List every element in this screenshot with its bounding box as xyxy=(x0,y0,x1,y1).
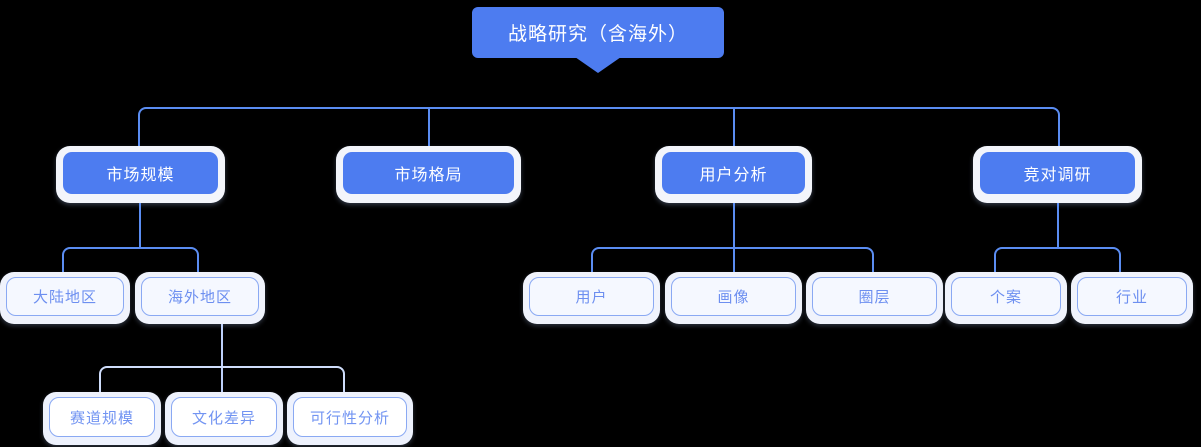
card-track-scale: 赛道规模 xyxy=(43,392,161,445)
card-portrait: 画像 xyxy=(665,272,802,324)
node-overseas-region[interactable]: 海外地区 xyxy=(141,277,259,316)
node-root-label: 战略研究（含海外） xyxy=(507,24,688,45)
node-cultural-difference[interactable]: 文化差异 xyxy=(171,397,277,437)
node-portrait-label: 画像 xyxy=(717,289,750,306)
node-market-landscape[interactable]: 市场格局 xyxy=(343,152,514,194)
connector-stem-overseas-down xyxy=(221,324,223,369)
card-industry: 行业 xyxy=(1071,272,1193,324)
connector-root-bus xyxy=(138,107,1060,151)
bubble-tail-icon xyxy=(575,57,621,73)
node-overseas-region-label: 海外地区 xyxy=(167,289,232,306)
node-industry[interactable]: 行业 xyxy=(1077,277,1187,316)
card-case-study: 个案 xyxy=(945,272,1067,324)
node-user-analysis-label: 用户分析 xyxy=(699,167,768,184)
node-feasibility-analysis[interactable]: 可行性分析 xyxy=(293,397,407,437)
card-mainland-region: 大陆地区 xyxy=(0,272,130,324)
node-circle-layer-label: 圈层 xyxy=(858,289,891,306)
node-market-landscape-label: 市场格局 xyxy=(394,167,463,184)
card-circle-layer: 圈层 xyxy=(806,272,943,324)
node-cultural-difference-label: 文化差异 xyxy=(191,409,256,427)
node-circle-layer[interactable]: 圈层 xyxy=(812,277,937,316)
card-market-size: 市场规模 xyxy=(56,146,225,203)
node-industry-label: 行业 xyxy=(1115,289,1148,306)
card-competitor-research: 竞对调研 xyxy=(973,146,1142,203)
connector-stem-competitor-down xyxy=(1057,203,1059,249)
node-competitor-research-label: 竞对调研 xyxy=(1023,167,1092,184)
node-market-size-label: 市场规模 xyxy=(106,167,175,184)
card-overseas-region: 海外地区 xyxy=(135,272,265,324)
node-root-strategy-research[interactable]: 战略研究（含海外） xyxy=(472,7,724,73)
connector-stem-user-analysis-down xyxy=(733,203,735,249)
node-mainland-region[interactable]: 大陆地区 xyxy=(6,277,124,316)
node-user[interactable]: 用户 xyxy=(529,277,654,316)
connector-stem-market-landscape xyxy=(428,108,430,151)
card-feasibility-analysis: 可行性分析 xyxy=(287,392,413,445)
node-market-size[interactable]: 市场规模 xyxy=(63,152,218,194)
card-market-landscape: 市场格局 xyxy=(336,146,521,203)
card-user: 用户 xyxy=(523,272,660,324)
connector-stem-user-analysis xyxy=(733,108,735,151)
node-mainland-region-label: 大陆地区 xyxy=(32,289,97,306)
connector-stem-market-size-down xyxy=(139,203,141,249)
node-user-label: 用户 xyxy=(575,289,608,306)
node-case-study-label: 个案 xyxy=(989,289,1022,306)
node-competitor-research[interactable]: 竞对调研 xyxy=(980,152,1135,194)
card-user-analysis: 用户分析 xyxy=(655,146,812,203)
node-track-scale[interactable]: 赛道规模 xyxy=(49,397,155,437)
node-track-scale-label: 赛道规模 xyxy=(69,409,134,427)
node-feasibility-analysis-label: 可行性分析 xyxy=(309,409,390,427)
card-cultural-difference: 文化差异 xyxy=(165,392,283,445)
node-user-analysis[interactable]: 用户分析 xyxy=(662,152,805,194)
node-portrait[interactable]: 画像 xyxy=(671,277,796,316)
node-case-study[interactable]: 个案 xyxy=(951,277,1061,316)
